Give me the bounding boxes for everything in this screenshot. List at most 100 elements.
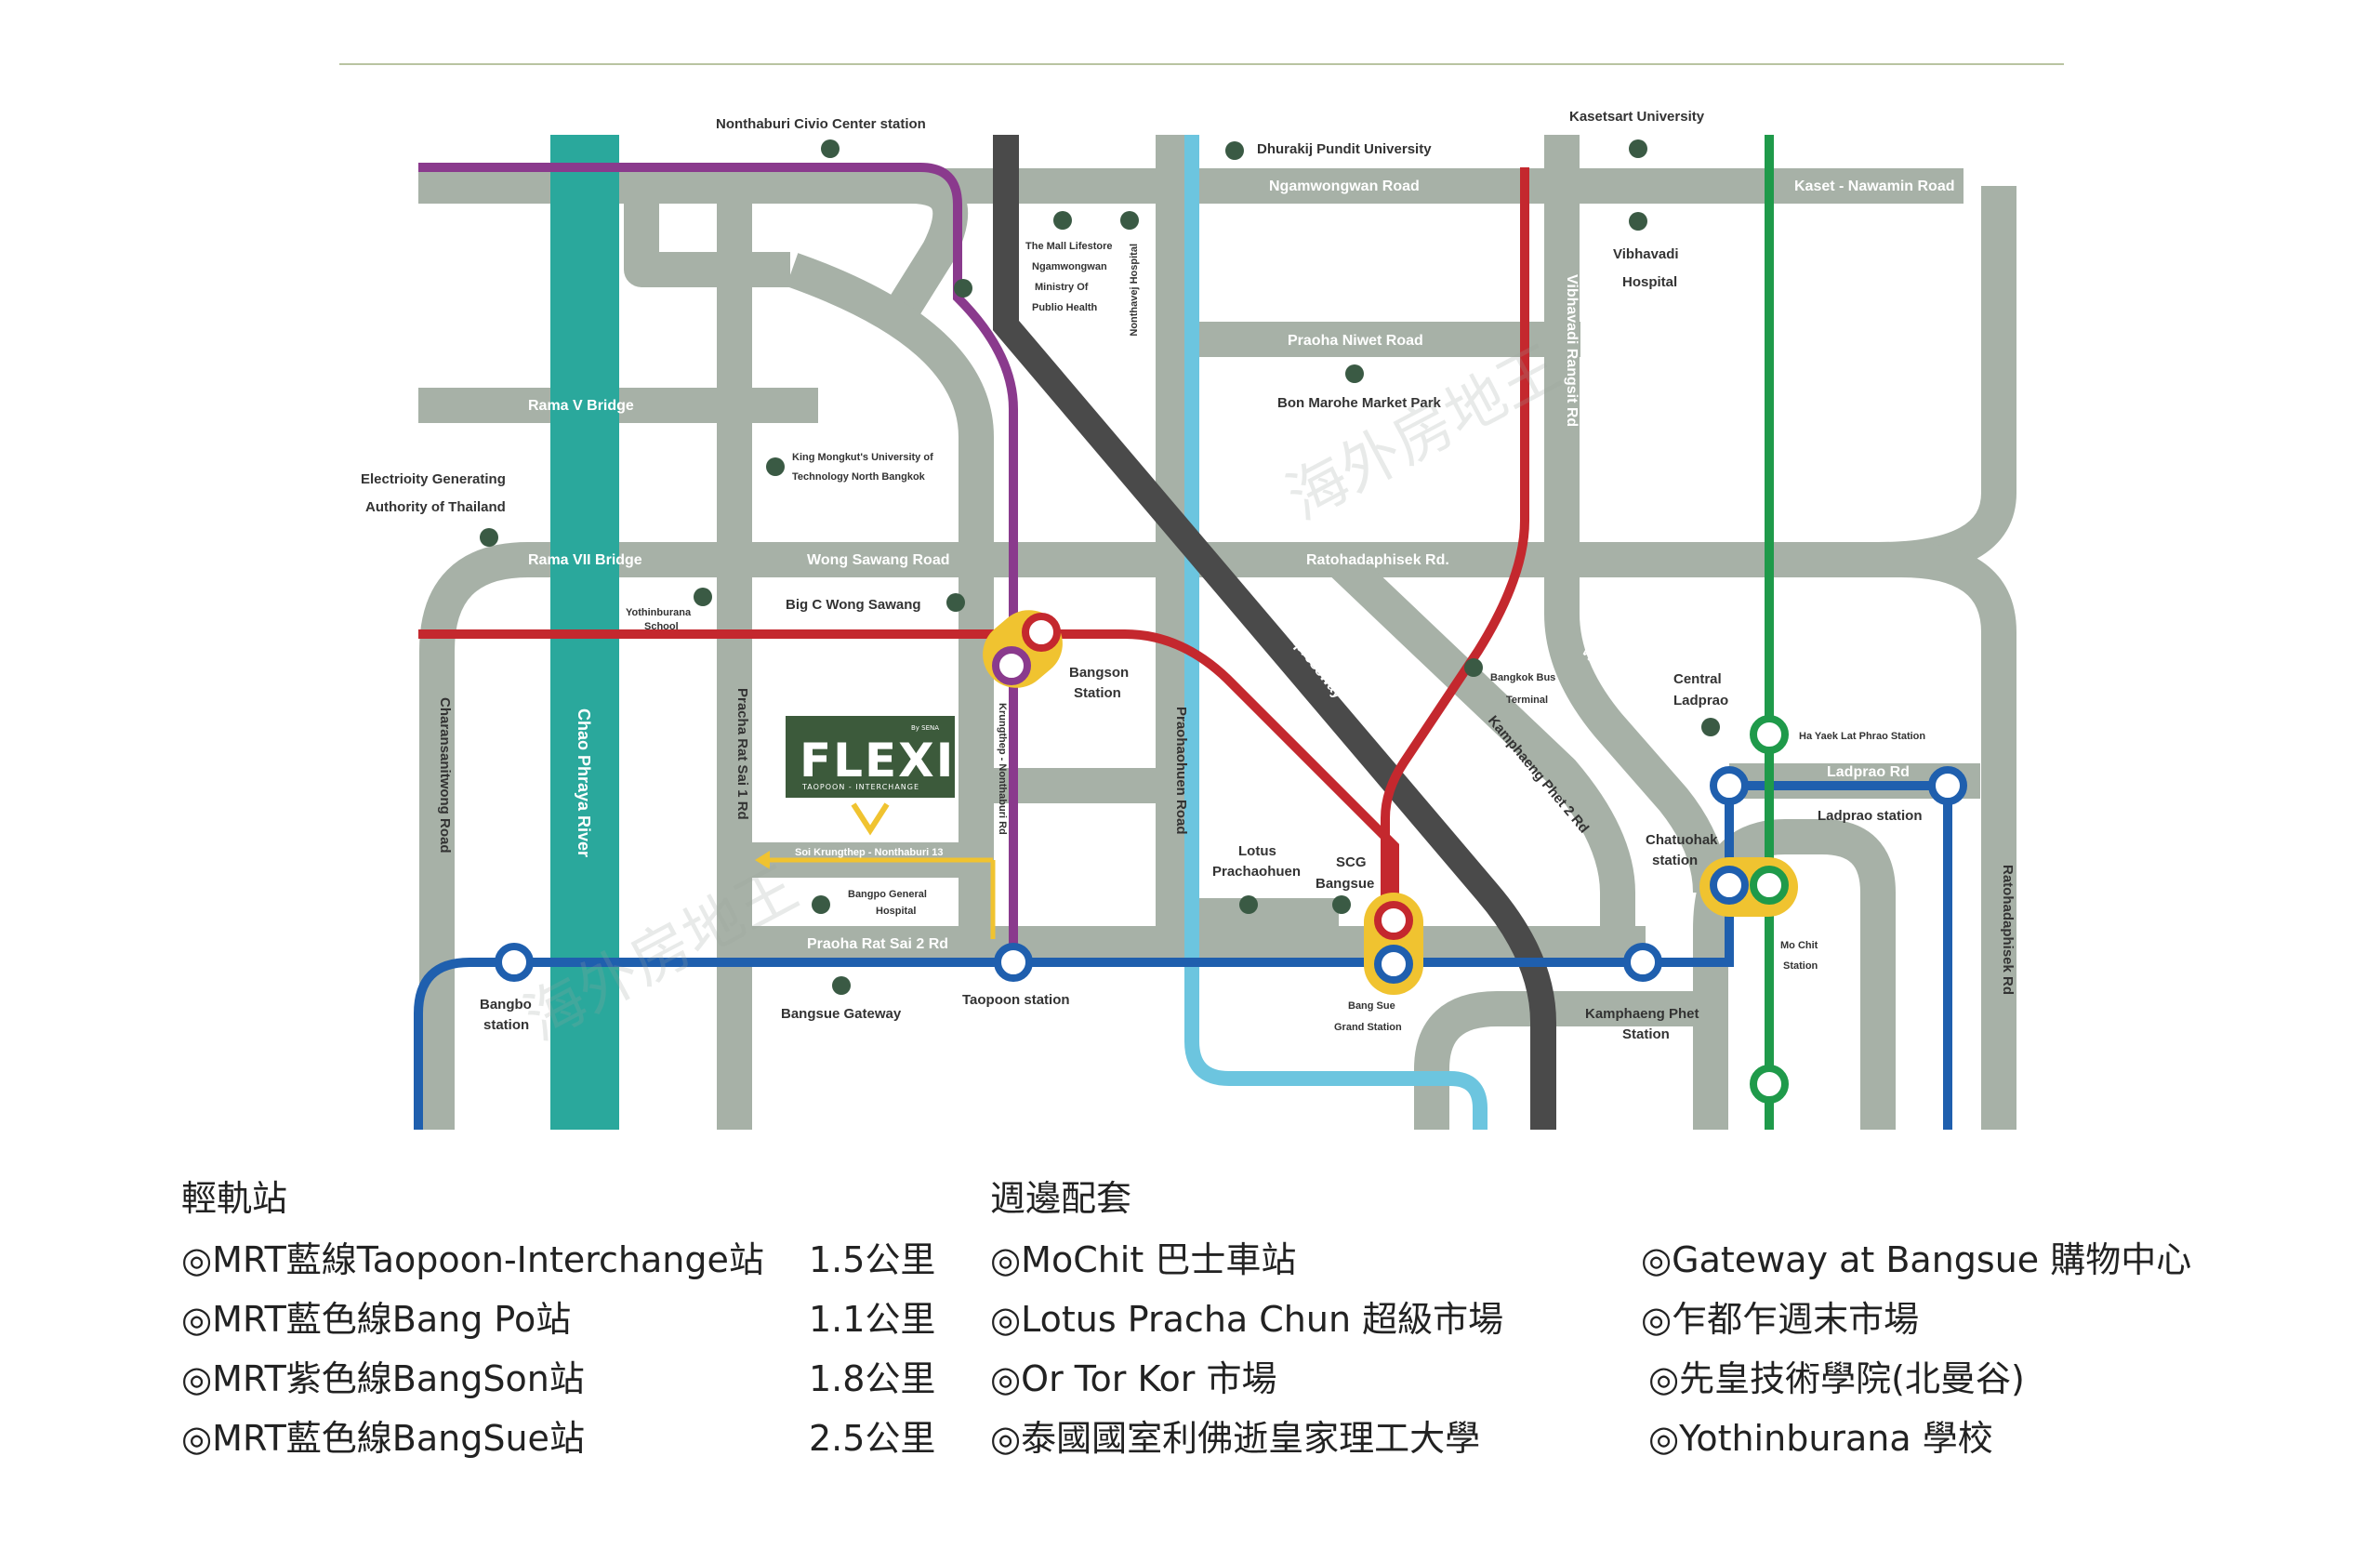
legend-item: ◎Or Tor Kor 市場 [990,1358,1277,1399]
legend-heading-stations: 輕軌站 [181,1178,288,1219]
label-ratchadaphisek-right: Ratohadaphisek Rd [2000,865,2016,995]
label-yothinburana-1: Yothinburana [626,607,692,618]
label-ladprao-station: Ladprao station [1818,808,1923,824]
red-line-north [1381,167,1529,920]
blue-line [414,781,1952,1130]
marker-nonthaburi-civic [821,139,840,158]
label-chatuchak-2: station [1652,853,1698,868]
label-moph-2: Publio Health [1032,302,1098,313]
label-mochit-1: Mo Chit [1780,940,1818,951]
ladprao-station-marker[interactable] [1710,766,1749,805]
legend-item: ◎先皇技術學院(北曼谷) [1648,1358,2025,1399]
flexi-by: By SENA [911,724,939,732]
label-yothinburana-2: School [644,621,679,632]
label-bangsue-1: Bang Sue [1348,1000,1395,1012]
label-central-2: Ladprao [1673,693,1728,708]
label-rama5: Rama V Bridge [528,398,634,414]
bangsue-red-station[interactable] [1374,901,1413,940]
legend-item: ◎Lotus Pracha Chun 超級市場 [990,1299,1504,1340]
bangbo-station[interactable] [495,943,534,982]
label-hayaek: Ha Yaek Lat Phrao Station [1799,731,1925,742]
label-mall-2: Ngamwongwan [1032,261,1107,272]
label-scg-2: Bangsue [1316,876,1374,892]
label-gateway: Bangsue Gateway [781,1006,902,1022]
bangsue-blue-station[interactable] [1374,945,1413,984]
label-prachachuen: Praohaohuen Road [1173,707,1189,835]
label-bus-2: Terminal [1506,695,1548,706]
label-egat-2: Authority of Thailand [365,499,506,515]
label-moph-1: Ministry Of [1035,282,1089,293]
station-markers [495,613,1967,1104]
label-bangbo-2: station [483,1017,529,1033]
label-kaset-nawamin: Kaset - Nawamin Road [1794,179,1954,194]
label-chao-phraya: Chao Phraya River [575,708,593,857]
label-egat-1: Electrioity Generating [361,471,506,487]
marker-gateway [832,976,851,995]
flexi-logo-box [786,716,955,798]
chatuchak-station[interactable] [1710,866,1749,905]
hayaek-station[interactable] [1750,715,1789,754]
label-bangson-1: Bangson [1069,665,1129,681]
label-bangson-2: Station [1074,685,1121,701]
label-phahon: Phahon Yothin Rd. [1742,288,1758,420]
label-krungthep: Krungthep - Nonthaburi Rd [997,703,1008,835]
purple-line [418,163,1018,962]
bangson-purple-station[interactable] [992,646,1031,685]
legend-heading-amenities: 週邊配套 [990,1178,1132,1219]
legend-amenities: 週邊配套 ◎MoChit 巴士車站 ◎Lotus Pracha Chun 超級市… [990,1176,1503,1475]
legend-amenities-right: ◎Gateway at Bangsue 購物中心 ◎乍都乍週末市場 ◎先皇技術學… [1641,1237,2191,1475]
marker-bangpo-hospital [812,895,830,914]
marker-lotus [1239,895,1258,914]
marker-purple-north [954,279,972,298]
label-ladprao-rd: Ladprao Rd [1827,764,1910,780]
label-kmutnb-2: Technology North Bangkok [792,471,926,483]
label-vibhavadi-hospital-2: Hospital [1622,274,1677,290]
flexi-logo-text: FLEXI [800,734,955,788]
label-chatuchak-1: Chatuohak [1646,832,1718,848]
label-kmutnb-1: King Mongkut's University of [792,452,933,463]
label-charansanitwong: Charansanitwong Road [437,697,453,854]
light-blue-line [1184,135,1488,1130]
label-soi: Soi Krungthep - Nonthaburi 13 [795,847,944,858]
label-lotus-1: Lotus [1238,843,1276,859]
flexi-project-marker[interactable]: FLEXI By SENA TAOPOON - INTERCHANGE [786,716,955,836]
label-praca-niwet: Praoha Niwet Road [1288,333,1423,349]
label-taopoon: Taopoon station [962,992,1070,1008]
label-rama7: Rama VII Bridge [528,552,642,568]
road-kamphaeng-2 [1326,547,1635,944]
marker-dhurakij [1225,141,1244,160]
place-markers [480,139,1720,995]
marker-nonthavej [1120,211,1139,230]
mochit-station[interactable] [1750,866,1789,905]
kamphaeng-station[interactable] [1623,943,1662,982]
red-line [418,629,1399,930]
marker-scg [1332,895,1351,914]
label-mall-1: The Mall Lifestore [1025,241,1113,252]
label-vibhavadi-hospital-1: Vibhavadi [1613,246,1679,262]
top-divider-line [339,63,2064,65]
marker-bigc [946,593,965,612]
label-scg-1: SCG [1336,854,1367,870]
flexi-sub: TAOPOON - INTERCHANGE [801,783,919,791]
taopoon-station[interactable] [994,943,1033,982]
soi-arrow-head [755,851,770,869]
marker-vibhavadi-hospital [1629,212,1647,231]
bangson-red-station[interactable] [1022,613,1061,652]
ladprao-station-right[interactable] [1928,766,1967,805]
road-krungthep [786,253,994,939]
label-wong-sawang: Wong Sawang Road [807,552,949,568]
legend-item: ◎Gateway at Bangsue 購物中心 [1641,1239,2192,1280]
label-ratchadaphisek: Ratohadaphisek Rd. [1306,552,1449,568]
label-ngamwongwan: Ngamwongwan Road [1269,179,1420,194]
green-south-station[interactable] [1750,1065,1789,1104]
label-nonthavej: Nonthavej Hospital [1129,244,1140,337]
road-bangsue-loop [1414,991,1711,1130]
road-ratcha-right [1790,542,2016,1130]
marker-kmutnb [766,457,785,476]
